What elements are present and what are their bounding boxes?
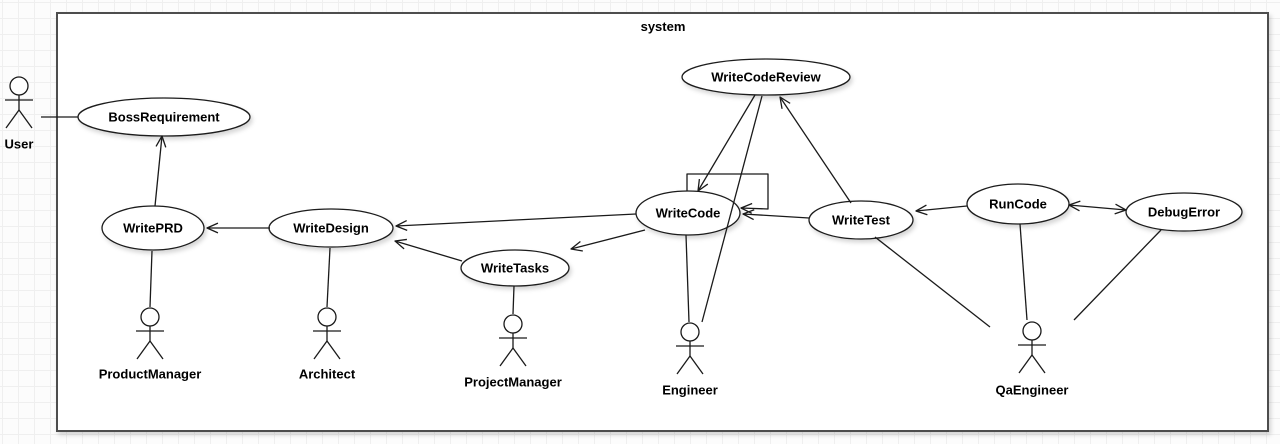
actor-leg-left [676, 355, 691, 375]
arrowhead [915, 204, 928, 216]
edge-ProductManager-WritePRD[interactable] [149, 250, 153, 308]
actor-head [140, 307, 160, 327]
edge-QaEngineer-RunCode[interactable] [1019, 223, 1028, 321]
arrowhead [697, 179, 709, 192]
usecase-WriteDesign[interactable]: WriteDesign [268, 208, 394, 248]
arrowhead [206, 222, 219, 234]
edge-Engineer-WriteCodeReview[interactable] [701, 95, 763, 323]
actor-Architect[interactable]: Architect [299, 307, 356, 382]
edge-WriteCode-WriteTasks[interactable] [570, 229, 646, 252]
usecase-WriteTest[interactable]: WriteTest [808, 200, 914, 240]
usecase-RunCode[interactable]: RunCode [966, 183, 1070, 225]
actor-leg-left [136, 340, 151, 360]
actor-leg-right [512, 347, 527, 367]
arrowhead [779, 96, 791, 109]
usecase-label: WriteTasks [481, 261, 549, 276]
actor-Engineer[interactable]: Engineer [662, 322, 718, 398]
actor-label: QaEngineer [996, 383, 1069, 398]
actor-leg-right [1031, 354, 1046, 374]
actor-head [680, 322, 700, 342]
arrowhead [394, 238, 407, 250]
edge-WriteTest-WriteCodeReview[interactable] [779, 96, 852, 204]
usecase-label: DebugError [1148, 205, 1220, 220]
actor-label: ProjectManager [464, 375, 562, 390]
usecase-WritePRD[interactable]: WritePRD [101, 205, 205, 251]
edge-QaEngineer-WriteTest[interactable] [874, 236, 991, 328]
actor-head [1022, 321, 1042, 341]
usecase-BossRequirement[interactable]: BossRequirement [77, 97, 251, 137]
actor-leg-left [1018, 354, 1033, 374]
actor-QaEngineer[interactable]: QaEngineer [996, 321, 1069, 398]
usecase-WriteCode[interactable]: WriteCode [635, 190, 741, 236]
edge-Architect-WriteDesign[interactable] [326, 247, 331, 308]
layer-edges [41, 94, 1162, 328]
edge-WriteCodeReview-WriteCode[interactable] [697, 94, 756, 192]
edge-WritePRD-BossRequirement[interactable] [154, 135, 167, 207]
actor-User[interactable]: User [5, 76, 34, 152]
usecase-label: WriteDesign [293, 221, 369, 236]
arrowhead [570, 241, 583, 252]
edge-WriteDesign-WritePRD[interactable] [206, 222, 270, 234]
edge-QaEngineer-DebugError[interactable] [1073, 229, 1162, 321]
edge-ProjectManager-WriteTasks[interactable] [512, 285, 515, 315]
actor-head [317, 307, 337, 327]
arrowhead [742, 209, 755, 221]
actor-leg-right [149, 340, 164, 360]
usecase-WriteCodeReview[interactable]: WriteCodeReview [681, 58, 851, 96]
edge-RunCode-WriteTest[interactable] [915, 204, 968, 216]
usecase-DebugError[interactable]: DebugError [1125, 192, 1243, 232]
actor-ProductManager[interactable]: ProductManager [99, 307, 202, 382]
usecase-label: RunCode [989, 197, 1047, 212]
actor-label: Architect [299, 367, 356, 382]
usecase-label: BossRequirement [108, 110, 220, 125]
edge-WriteTasks-WriteDesign[interactable] [394, 238, 463, 262]
system-boundary-title: system [641, 19, 686, 34]
usecase-label: WritePRD [123, 221, 183, 236]
actor-leg-right [326, 340, 341, 360]
edge-WriteTest-WriteCode[interactable] [742, 209, 810, 221]
usecase-label: WriteCodeReview [711, 70, 821, 85]
arrowhead [155, 135, 167, 148]
actor-leg-left [5, 109, 20, 129]
arrowhead [395, 219, 408, 231]
actor-label: Engineer [662, 383, 718, 398]
usecase-WriteTasks[interactable]: WriteTasks [460, 249, 570, 287]
edge-Engineer-WriteCode[interactable] [685, 234, 690, 323]
edge-WriteCode-WriteDesign[interactable] [395, 213, 637, 231]
actor-leg-left [313, 340, 328, 360]
arrowhead [1114, 203, 1127, 215]
usecase-label: WriteCode [656, 206, 721, 221]
actor-ProjectManager[interactable]: ProjectManager [464, 314, 562, 390]
actor-label: ProductManager [99, 367, 202, 382]
edge-RunCode-DebugError[interactable] [1068, 200, 1127, 215]
actor-leg-right [18, 109, 33, 129]
arrowhead [1068, 200, 1081, 212]
actor-leg-left [499, 347, 514, 367]
actor-label: User [5, 137, 34, 152]
actor-head [9, 76, 29, 96]
actor-leg-right [689, 355, 704, 375]
usecase-label: WriteTest [832, 213, 891, 228]
actor-head [503, 314, 523, 334]
